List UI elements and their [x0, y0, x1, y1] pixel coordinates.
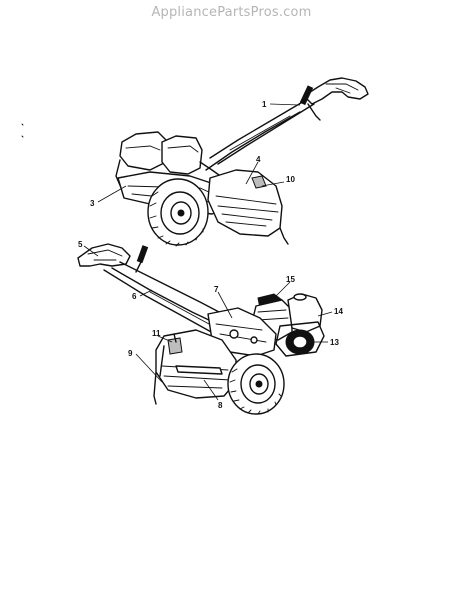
- callout-14: 14: [334, 307, 343, 316]
- callout-13: 13: [330, 338, 339, 347]
- callout-3: 3: [90, 199, 95, 208]
- scan-marks: [21, 123, 24, 138]
- engine-shroud: [119, 131, 167, 171]
- callout-numbers: 1 3 4 10 5 6 7 15 14 13 11 9 8: [78, 100, 343, 410]
- fuel-cap: [293, 293, 307, 301]
- control-lever-knob-lower: [136, 245, 149, 264]
- site-watermark: AppliancePartsPros.com: [151, 5, 312, 20]
- fuel-tank: [161, 135, 203, 175]
- callout-9: 9: [128, 349, 133, 358]
- callout-6: 6: [132, 292, 137, 301]
- callout-15: 15: [286, 275, 295, 284]
- control-lever-knob: [299, 85, 314, 106]
- callout-7: 7: [214, 285, 219, 294]
- callout-8: 8: [218, 401, 223, 410]
- callout-10: 10: [286, 175, 295, 184]
- handlebar-grip: [303, 77, 369, 105]
- callout-5: 5: [78, 240, 83, 249]
- fuel-tank-lower: [287, 293, 323, 333]
- callout-leaders: [83, 103, 333, 401]
- callout-1: 1: [262, 100, 267, 109]
- hood-latch: [251, 175, 267, 189]
- bottom-tiller-illustration: [77, 243, 325, 415]
- callout-4: 4: [256, 155, 261, 164]
- handlebar-grip-lower: [77, 243, 131, 267]
- callout-11: 11: [152, 329, 161, 338]
- top-tiller-illustration: [115, 77, 369, 247]
